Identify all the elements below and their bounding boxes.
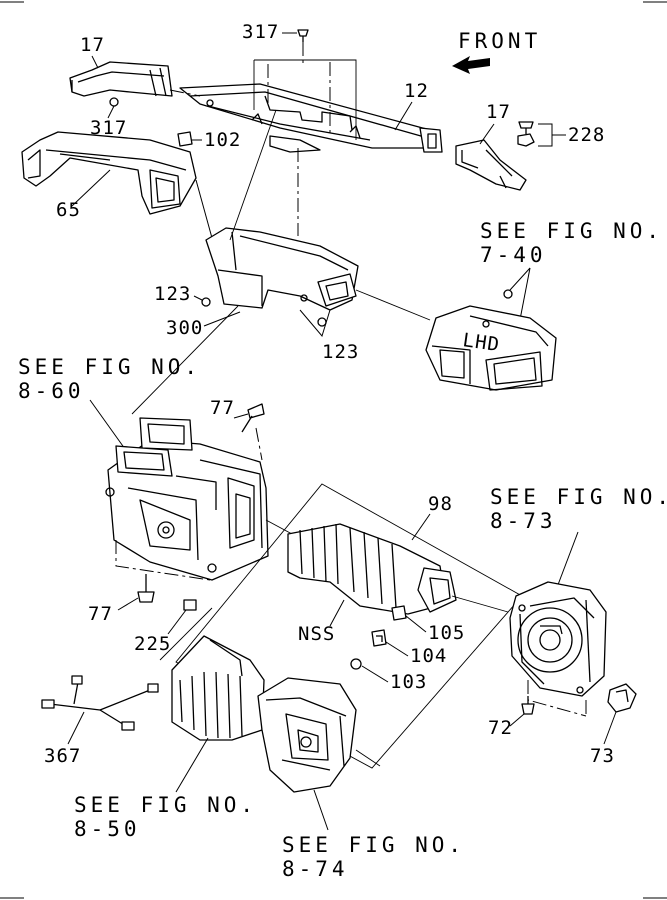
lhd-marking: LHD [461, 329, 501, 356]
part-label-123-right: 123 [322, 341, 359, 363]
clip-73 [607, 683, 637, 713]
part-label-225: 225 [134, 633, 171, 655]
part-label-12: 12 [404, 80, 429, 102]
part-label-77-top: 77 [210, 397, 235, 419]
clip-104 [371, 629, 387, 647]
clip-225 [183, 599, 197, 611]
part-label-317-left: 317 [90, 117, 127, 139]
bellows-nss [287, 523, 457, 615]
part-label-65: 65 [56, 199, 81, 221]
ref-8-74-line2: 8-74 [282, 857, 349, 881]
ref-8-50-line1: SEE FIG NO. [74, 793, 257, 817]
part-label-123-left: 123 [154, 283, 191, 305]
ref-8-60-line1: SEE FIG NO. [18, 355, 201, 379]
part-label-73: 73 [590, 745, 615, 767]
lhd-duct: LHD [425, 305, 557, 391]
clip-105 [391, 605, 407, 621]
part-label-300: 300 [166, 317, 203, 339]
part-label-317-top: 317 [242, 21, 279, 43]
ref-7-40-line2: 7-40 [480, 243, 547, 267]
wire-harness-367 [41, 675, 159, 731]
duct-300 [205, 227, 359, 311]
front-label: FRONT [458, 29, 541, 53]
bellows-8-50 [171, 635, 265, 741]
part-label-98: 98 [428, 493, 453, 515]
side-duct-17-left [69, 61, 173, 97]
part-label-228: 228 [568, 124, 605, 146]
duct-65 [21, 131, 197, 215]
part-label-77-bottom: 77 [88, 603, 113, 625]
screw-77-bottom [137, 574, 155, 603]
part-label-367: 367 [44, 745, 81, 767]
group-box-98 [175, 483, 523, 769]
screw-72 [521, 696, 535, 715]
blower-unit [509, 581, 607, 697]
part-label-72: 72 [488, 717, 513, 739]
part-label-105: 105 [428, 622, 465, 644]
screw-317-top [297, 29, 309, 42]
nss-label: NSS [298, 623, 335, 645]
case-8-74 [257, 677, 357, 793]
part-label-104: 104 [410, 645, 447, 667]
ref-7-40-line1: SEE FIG NO. [480, 219, 663, 243]
part-label-102: 102 [204, 129, 241, 151]
ref-8-73-line1: SEE FIG NO. [490, 485, 667, 509]
part-label-17-right: 17 [486, 101, 511, 123]
ref-8-50-line2: 8-50 [74, 817, 141, 841]
front-arrow-icon [452, 56, 490, 74]
ref-8-73-line2: 8-73 [490, 509, 557, 533]
screw-77-top [241, 403, 265, 433]
ref-8-60-line2: 8-60 [18, 379, 85, 403]
heater-unit [105, 417, 269, 581]
ref-8-74-line1: SEE FIG NO. [282, 833, 465, 857]
clip-102 [177, 131, 193, 147]
screw-103 [350, 658, 362, 670]
part-label-17-left: 17 [80, 34, 105, 56]
fastener-228 [517, 121, 535, 147]
side-duct-17-right [455, 139, 527, 191]
part-label-103: 103 [390, 671, 427, 693]
